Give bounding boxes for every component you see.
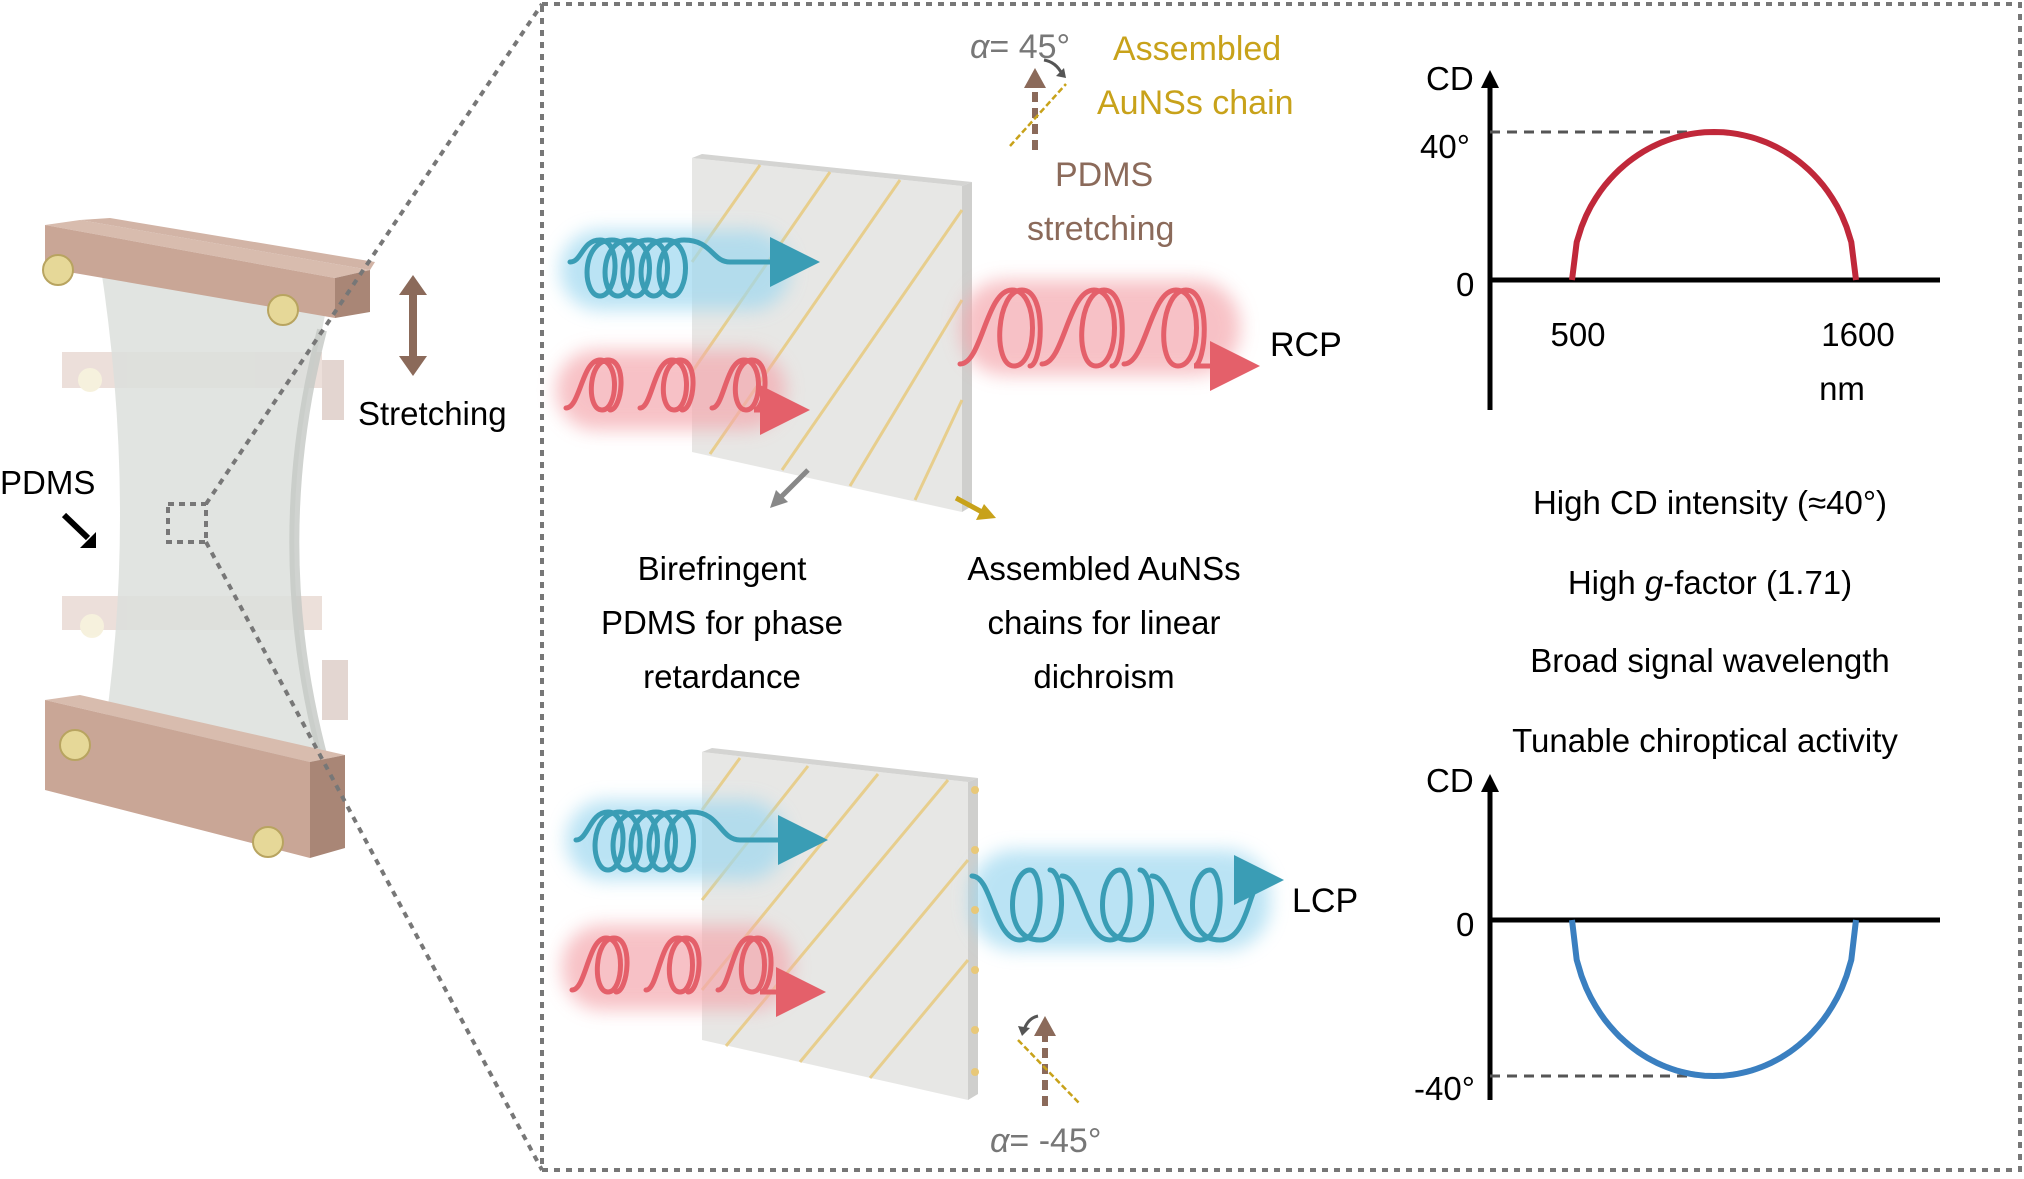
alpha-top-label: α= 45° [970, 28, 1070, 66]
top-x-tick-1600: 1600 [1821, 316, 1894, 353]
zoom-line-top [204, 2, 544, 506]
pdms-stretching-line2: stretching [1027, 210, 1174, 248]
birefringent-line2: PDMS for phase [601, 604, 843, 641]
bottom-alpha-indicator [1017, 1014, 1081, 1106]
bottom-y-tick-neg40: -40° [1414, 1070, 1475, 1107]
top-x-tick-500: 500 [1550, 316, 1605, 353]
bottom-slab-chain-dots [971, 786, 979, 1076]
bottom-y-tick-0: 0 [1456, 906, 1474, 943]
top-clamp [42, 218, 375, 326]
top-x-unit: nm [1819, 370, 1865, 407]
birefringent-line3: retardance [643, 658, 801, 695]
chains-line2: chains for linear [988, 604, 1221, 641]
bottom-incoming-rcp-helix [569, 935, 806, 992]
assembled-line2: AuNSs chain [1097, 84, 1294, 122]
pdms-axis-arrow [770, 468, 810, 508]
chain-axis-arrow [954, 495, 996, 520]
top-alpha-indicator [1009, 58, 1067, 150]
birefringent-line1: Birefringent [638, 550, 807, 587]
bottom-cd-curve [1569, 919, 1859, 1080]
feature-list: High CD intensity (≈40°) High g-factor (… [1512, 484, 1898, 759]
lcp-label: LCP [1292, 882, 1358, 920]
top-outgoing-rcp-helix [957, 287, 1240, 366]
zoom-region-box [166, 502, 208, 544]
mechanism-panel: α= 45° Assembled AuNSs chain PDMS stretc… [556, 28, 1358, 1160]
zoom-line-bottom [204, 541, 544, 1171]
top-y-tick-0: 0 [1456, 266, 1474, 303]
stretch-double-arrow [399, 275, 427, 376]
chains-line1: Assembled AuNSs [967, 550, 1240, 587]
bottom-outgoing-lcp-helix [969, 870, 1264, 943]
top-incoming-rcp-helix [563, 357, 790, 410]
top-cd-curve [1569, 128, 1859, 281]
top-ylabel: CD [1426, 60, 1474, 97]
bottom-clamp [45, 695, 345, 858]
top-incoming-lcp-helix [567, 237, 820, 299]
feature-broad-wavelength: Broad signal wavelength [1530, 642, 1890, 679]
cd-chart-top: CD 40° 0 500 1600 nm [1420, 60, 1940, 410]
stretching-label: Stretching [358, 395, 507, 432]
bottom-ylabel: CD [1426, 762, 1474, 799]
pdms-label: PDMS [0, 464, 95, 501]
feature-cd-intensity: High CD intensity (≈40°) [1533, 484, 1887, 521]
bottom-incoming-lcp-helix [573, 809, 828, 873]
rcp-label: RCP [1270, 326, 1342, 364]
top-slab [690, 154, 972, 512]
alpha-bottom-label: α= -45° [990, 1122, 1101, 1160]
chains-line3: dichroism [1033, 658, 1174, 695]
cd-chart-bottom: CD 0 -40° [1414, 762, 1940, 1107]
pdms-stretching-line1: PDMS [1055, 156, 1153, 194]
zoom-frame [540, 2, 2022, 1172]
assembled-line1: Assembled [1113, 30, 1281, 68]
feature-g-factor: High g-factor (1.71) [1568, 564, 1852, 601]
feature-tunable: Tunable chiroptical activity [1512, 722, 1898, 759]
pdms-pointer-arrow [61, 512, 96, 548]
stretching-device: Stretching PDMS [0, 2, 544, 1171]
top-y-tick-40: 40° [1420, 128, 1470, 165]
